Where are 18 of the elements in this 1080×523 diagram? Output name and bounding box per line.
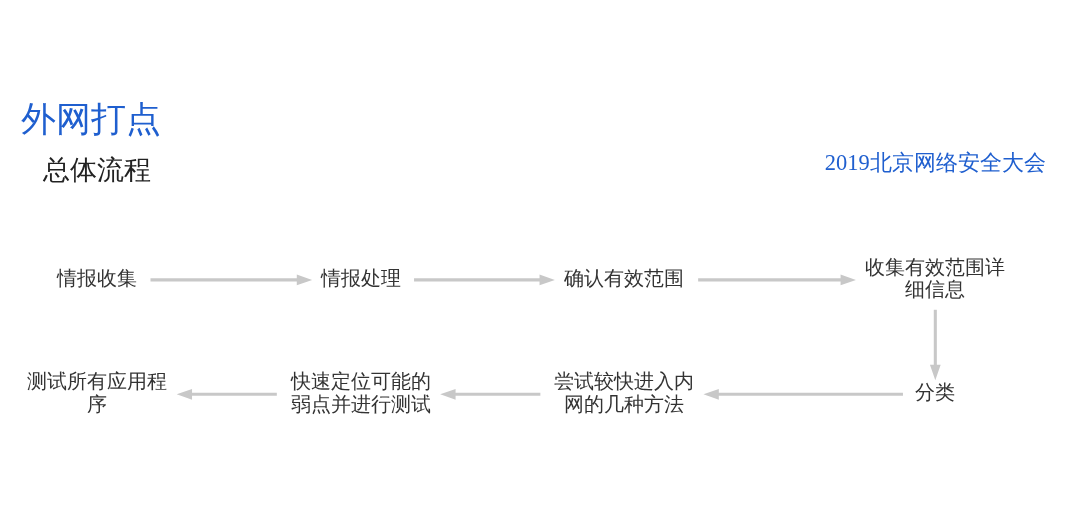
node-text: 快速定位可能的弱点并进行测试 xyxy=(290,369,431,416)
diagram-title: 外网打点 xyxy=(21,98,162,139)
arrow xyxy=(703,388,903,400)
label: 2019北京网络安全大会 xyxy=(824,150,1046,176)
node-text: 确认有效范围 xyxy=(564,265,685,290)
arrow xyxy=(176,388,277,400)
arrow xyxy=(150,274,313,286)
arrow xyxy=(440,388,541,400)
arrow xyxy=(414,274,555,286)
arrow xyxy=(929,309,941,381)
arrow xyxy=(698,274,856,286)
label: 总体流程 xyxy=(43,154,152,186)
node-text: 测试所有应用程序 xyxy=(27,369,168,416)
node-text: 分类 xyxy=(915,380,956,405)
node-text: 收集有效范围详细信息 xyxy=(865,254,1006,302)
node-text: 情报收集 xyxy=(57,265,138,290)
node-text: 尝试较快进入内网的几种方法 xyxy=(554,369,695,416)
node-text: 情报处理 xyxy=(320,265,401,290)
